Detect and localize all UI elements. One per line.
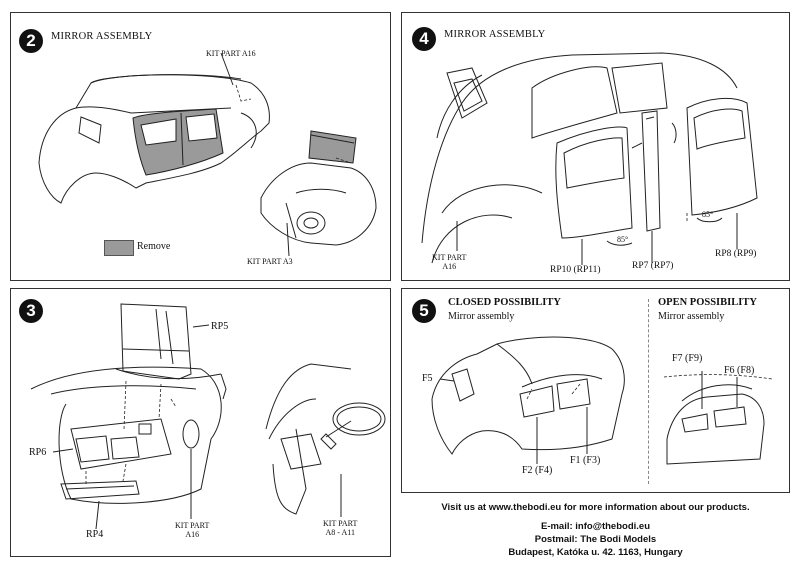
kit-part-a16-label: KIT PART A16 [175, 521, 209, 539]
remove-legend-label: Remove [137, 241, 171, 252]
kit-part-a16-line1: KIT PART [175, 521, 210, 530]
step-number-badge: 4 [412, 27, 436, 51]
step-title: MIRROR ASSEMBLY [444, 29, 546, 40]
step-number-badge: 2 [19, 29, 43, 53]
kit-part-a16-label: KIT PART A16 [206, 49, 256, 58]
angle-label-left: 85° [617, 235, 629, 244]
kit-part-a8-line1: KIT PART [323, 519, 358, 528]
f5-label: F5 [422, 373, 433, 384]
kit-part-a16-line2: A16 [185, 530, 200, 539]
kit-part-a16-line1: KIT PART [432, 253, 467, 262]
step-4-panel: 4 MIRROR ASSEMBLY KIT PART A16 RP10 (RP [401, 12, 790, 281]
rp7-label: RP7 (RP7) [632, 261, 674, 271]
step-title: MIRROR ASSEMBLY [51, 31, 153, 42]
closed-possibility-subtitle: Mirror assembly [448, 311, 515, 322]
step-3-panel: 3 [10, 288, 391, 557]
closed-possibility-title: CLOSED POSSIBILITY [448, 297, 561, 308]
kit-part-a16-label: KIT PART A16 [432, 253, 466, 271]
mirror-positions-illustration [431, 336, 773, 465]
remove-legend-swatch [104, 240, 134, 256]
kit-part-a3-label: KIT PART A3 [247, 257, 293, 266]
f6-label: F6 (F8) [724, 365, 755, 376]
f2-label: F2 (F4) [522, 465, 553, 476]
car-body-illustration [38, 52, 377, 257]
step-number-badge: 3 [19, 299, 43, 323]
step-5-panel: 5 CLOSED POSSIBILITY Mirror assembly OPE… [401, 288, 790, 493]
car-doors-illustration [421, 52, 758, 265]
open-possibility-title: OPEN POSSIBILITY [658, 297, 757, 308]
f1-label: F1 (F3) [570, 455, 601, 466]
kit-part-a16-line2: A16 [442, 262, 457, 271]
contact-postmail: Postmail: The Bodi Models [534, 534, 657, 545]
website-notice: Visit us at www.thebodi.eu for more info… [441, 502, 750, 513]
rp4-label: RP4 [86, 529, 104, 540]
kit-part-a8-line2: A8 - A11 [325, 528, 355, 537]
contact-email: E-mail: info@thebodi.eu [540, 521, 650, 532]
step-2-panel: 2 MIRROR ASSEMBLY KIT PART A16 KIT PART … [10, 12, 391, 281]
rp8-label: RP8 (RP9) [715, 249, 757, 259]
angle-label-right: 85° [702, 210, 714, 219]
step-number-badge: 5 [412, 299, 436, 323]
f7-label: F7 (F9) [672, 353, 703, 364]
kit-part-a8-a11-label: KIT PART A8 - A11 [323, 519, 357, 537]
rp5-label: RP5 [211, 321, 229, 332]
rp10-label: RP10 (RP11) [550, 265, 601, 275]
interior-dashboard-illustration [30, 303, 386, 530]
rp6-label: RP6 [29, 447, 47, 458]
open-possibility-subtitle: Mirror assembly [658, 311, 725, 322]
contact-address: Budapest, Katóka u. 42. 1163, Hungary [508, 547, 683, 558]
section-divider [648, 299, 649, 484]
